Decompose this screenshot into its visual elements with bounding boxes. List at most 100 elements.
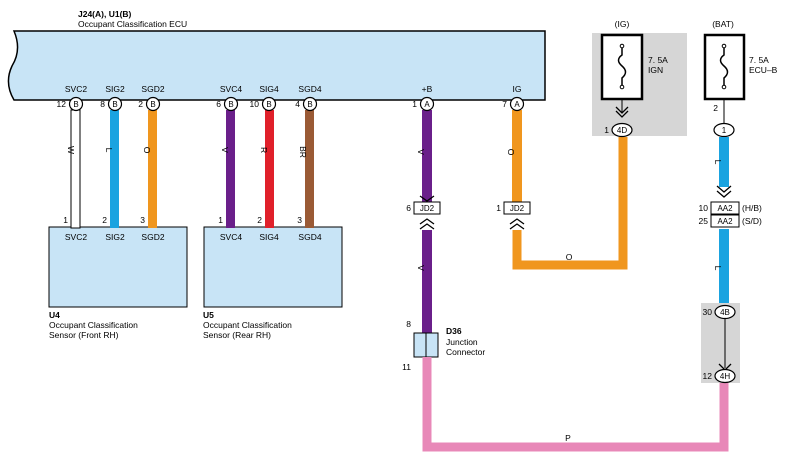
sensor-rear-id: U5 [203,310,214,320]
wire-sig4-color: R [259,147,269,153]
jd2-b-label: JD2 [420,204,435,213]
sensor-rear-name2: Sensor (Rear RH) [203,330,271,340]
terminal-sgd4-label: SGD4 [298,84,321,94]
wire-pink-color: P [565,433,571,443]
ecu-terminal-ig-conn: A [514,100,520,109]
ecu-terminals: B 12 B 8 B 2 B 6 B 10 B 4 [57,96,525,112]
sensor-wire-color-labels: W L O V R BR [66,146,308,158]
ecu-terminal-sig4-pin: 10 [250,99,260,109]
ecu-terminal-sgd2-pin: 2 [138,99,143,109]
ecu-terminal-svc2-conn: B [73,100,78,109]
terminal-svc2-label: SVC2 [65,84,87,94]
wire-svc2-color: W [66,146,76,154]
jd2-ig-pin: 1 [496,203,501,213]
ecu-terminal-labels: SVC2 SIG2 SGD2 SVC4 SIG4 SGD4 +B IG [65,84,522,94]
wire-bat-upper [719,137,729,187]
terminal-b-label: +B [422,84,433,94]
sensor-front-pin3: 3 [140,215,145,225]
aa2-hb-pin: 10 [699,203,709,213]
wire-sgd2-color: O [142,147,152,154]
fuse-bat-pin: 2 [713,103,718,113]
ecu-terminal-b: A 1 [412,96,435,112]
wire-sgd4-color: BR [298,146,308,158]
sensor-wires [70,109,314,229]
conn-1 [713,122,735,138]
fuse-bat-symbol-icon [719,48,729,86]
wire-ig-bottom-color: O [566,252,573,262]
wire-ig-upper-color: O [506,149,516,156]
wire-b-upper-color: V [416,149,426,155]
conn-4b-pin: 30 [703,307,713,317]
bat-circuit: L L AA2 AA2 10 25 (H/B) (S/D) 4B 30 4H 1… [699,137,762,384]
d36-pin-top: 8 [406,319,411,329]
ecu-terminal-sgd4-pin: 4 [295,99,300,109]
wire-svc4-color: V [220,147,230,153]
fuse-bat-rating: 7. 5A [749,55,769,65]
ecu-title-name: Occupant Classification ECU [78,19,187,29]
fuse-ig-symbol-icon [617,48,627,86]
wire-b-lower-color: V [416,265,426,271]
sensor-pin-numbers: 1 2 3 1 2 3 [63,215,302,225]
ecu-terminal-ig: A 7 [502,96,525,112]
sensor-rear-pin1-name: SVC4 [220,232,242,242]
aa2-sd-connector [710,214,740,228]
aa2-sd-pin: 25 [699,216,709,226]
conn-4d-label: 4D [617,126,627,135]
ecu-terminal-svc4-pin: 6 [216,99,221,109]
conn-4h-pin: 12 [703,371,713,381]
ecu-terminal-sig4-conn: B [266,100,271,109]
aa2-hb-tag: (H/B) [742,203,762,213]
terminal-sig2-label: SIG2 [105,84,125,94]
fuse-ig: (IG) 7. 5A IGN 4D 1 [592,19,687,138]
aa2-sd-tag: (S/D) [742,216,762,226]
aa2-hb-connector [710,201,740,215]
ecu-terminal-ig-pin: 7 [502,99,507,109]
sensor-rear-pin2: 2 [257,215,262,225]
wire-bat-lower-color: L [713,266,723,271]
ecu-terminal-sig4: B 10 [250,96,277,112]
conn-4b-label: 4B [720,308,730,317]
sensor-rear-box: SVC4 SIG4 SGD4 U5 Occupant Classificatio… [203,226,343,340]
wire-bat-lower [719,229,729,309]
wire-ig-upper [512,110,522,203]
jd2-b-connector [413,201,441,215]
ecu-box: J24(A), U1(B) Occupant Classification EC… [7,9,546,101]
ecu-title-connectors: J24(A), U1(B) [78,9,132,19]
fuse-bat-name: ECU–B [749,65,778,75]
wire-sig2-color: L [104,148,114,153]
ecu-terminal-sgd2: B 2 [138,96,161,112]
terminal-ig-label: IG [513,84,522,94]
wire-svc2 [70,109,81,229]
sensor-rear-pin3-name: SGD4 [298,232,321,242]
wire-b-upper [422,110,432,203]
conn-4h-label: 4H [720,372,730,381]
ecu-terminal-sgd4: B 4 [295,96,318,112]
sensor-front-name1: Occupant Classification [49,320,138,330]
jd2-b-pin: 6 [406,203,411,213]
ecu-terminal-sgd4-conn: B [307,100,312,109]
conn-4b [714,304,736,320]
terminal-svc4-label: SVC4 [220,84,242,94]
wire-b-lower [422,230,432,333]
ig-circuit: O O JD2 1 [496,110,628,270]
conn-4h [714,368,736,384]
ecu-terminal-sig2-conn: B [112,100,117,109]
terminal-sig4-label: SIG4 [259,84,279,94]
ecu-terminal-svc4-conn: B [228,100,233,109]
wire-ig-bottom [512,137,628,270]
b-circuit: V V JD2 6 8 11 D36 Junction Connector [402,110,485,372]
sensor-rear-pin3: 3 [297,215,302,225]
sensor-front-box: SVC2 SIG2 SGD2 U4 Occupant Classificatio… [48,226,188,340]
sensor-front-pin2-name: SIG2 [105,232,125,242]
jd2-ig-label: JD2 [510,204,525,213]
sensor-rear-pin2-name: SIG4 [259,232,279,242]
fuse-ig-name: IGN [648,65,663,75]
sensor-front-pin2: 2 [102,215,107,225]
sensor-front-pin1: 1 [63,215,68,225]
wire-sig2 [110,110,119,228]
terminal-sgd2-label: SGD2 [141,84,164,94]
wire-sig4 [265,110,274,228]
sensor-front-id: U4 [49,310,60,320]
ecu-terminal-sig2-pin: 8 [100,99,105,109]
